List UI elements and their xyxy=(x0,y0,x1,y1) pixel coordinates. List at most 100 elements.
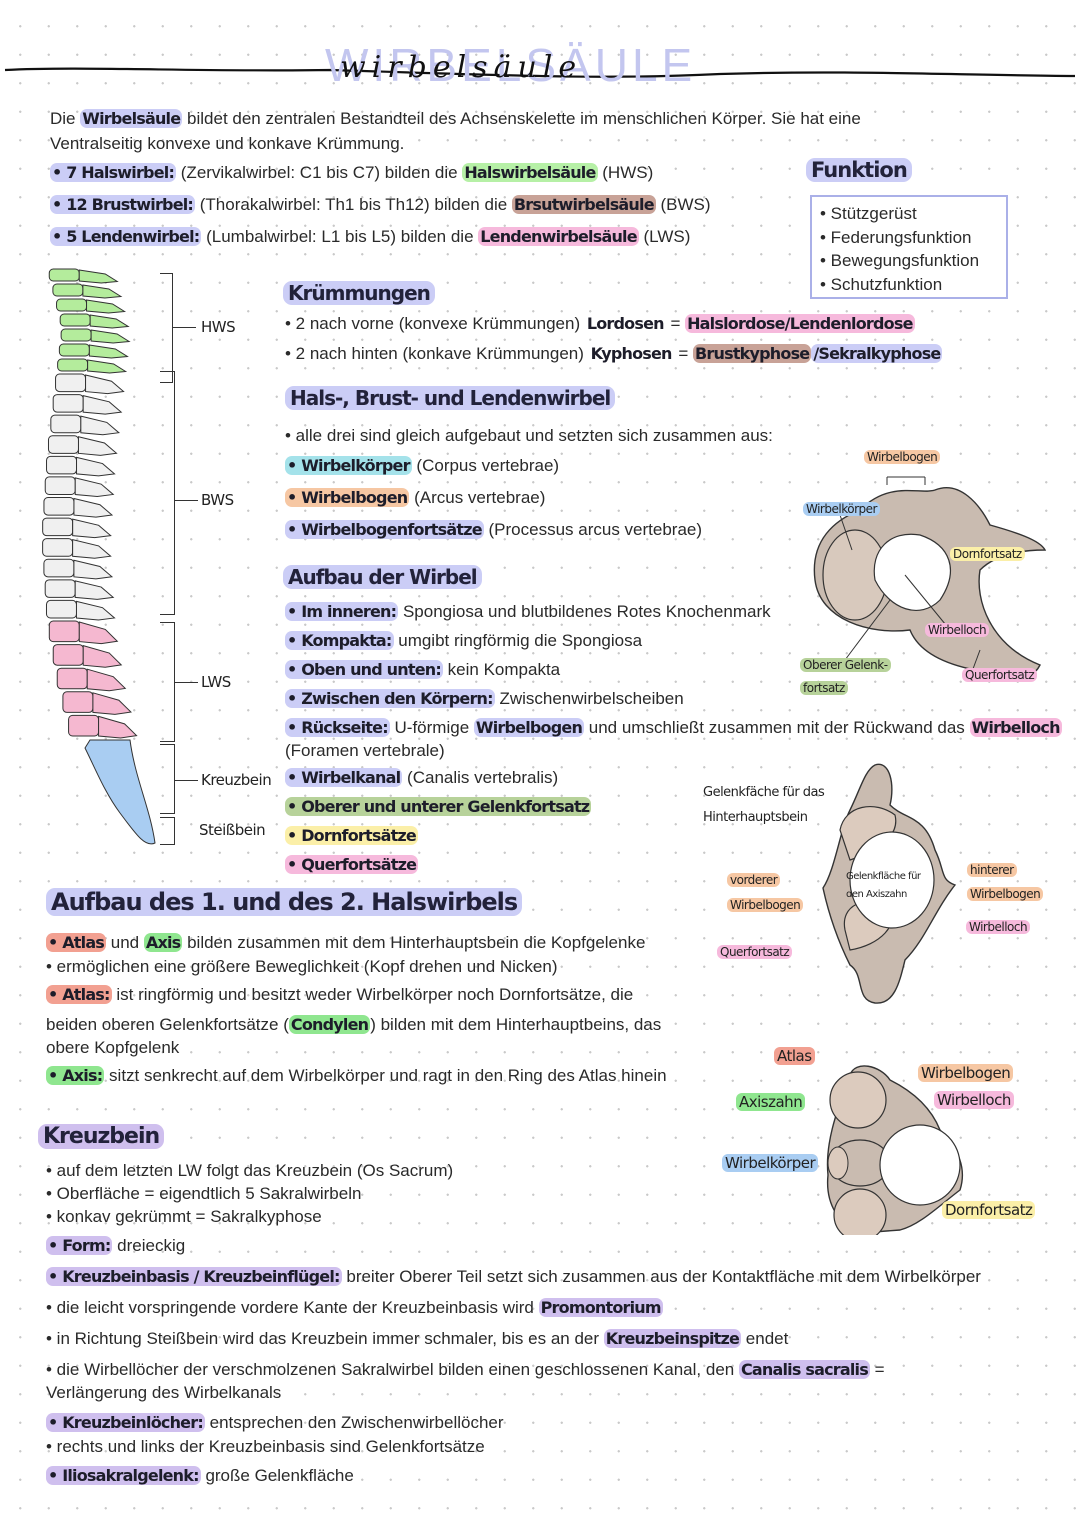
vertebra-body xyxy=(44,476,76,496)
line-text: • 2 nach vorne (konvexe Krümmungen) xyxy=(285,314,585,333)
label-wirbelloch-axis: Wirbelloch xyxy=(934,1091,1014,1109)
line-text: breiter Oberer Teil setzt sich zusammen … xyxy=(341,1267,981,1286)
line-text: • Oberfläche = eigendtlich 5 Sakralwirbe… xyxy=(46,1184,362,1203)
text-line: • 5 Lendenwirbel: (Lumbalwirbel: L1 bis … xyxy=(50,226,690,248)
line-text: • alle drei sind gleich aufgebaut und se… xyxy=(285,426,773,445)
spinous-process xyxy=(92,692,132,715)
funktion-heading: Funktion xyxy=(806,158,912,182)
highlighted-term: Promontorium xyxy=(538,1298,663,1317)
highlighted-term: • Im inneren: xyxy=(285,602,399,621)
spine-label-hws: HWS xyxy=(201,318,236,336)
text-line: • auf dem letzten LW folgt das Kreuzbein… xyxy=(46,1160,453,1182)
line-text: bildet den zentralen Bestandteil des Ach… xyxy=(182,109,861,128)
line-text: • 2 nach hinten (konkave Krümmungen) xyxy=(285,344,589,363)
spinous-process xyxy=(73,497,114,518)
line-text: dreieckig xyxy=(112,1236,186,1255)
label-vorderer-wirbelbogen: Wirbelbogen xyxy=(727,898,804,912)
vertebra-body xyxy=(68,714,100,737)
spinous-process xyxy=(78,269,119,284)
line-text: (HWS) xyxy=(597,163,654,182)
line-text: bilden zusammen mit dem Hinterhauptsbein… xyxy=(182,933,646,952)
kreuzbein-bracket xyxy=(160,744,175,814)
label-gelenkflaeche-hinterhauptsbein: Gelenkfäche für das xyxy=(703,785,825,800)
line-text: • die leicht vorspringende vordere Kante… xyxy=(46,1298,539,1317)
text-line: Verlängerung des Wirbelkanals xyxy=(46,1382,281,1404)
axis-diagram xyxy=(826,1065,964,1235)
label-axiszahn: den Axiszahn xyxy=(846,889,907,900)
line-text: • die Wirbellöcher der verschmolzenen Sa… xyxy=(46,1360,739,1379)
text-line: • Kreuzbeinbasis / Kreuzbeinflügel: brei… xyxy=(46,1266,981,1288)
text-line: • Querfortsätze xyxy=(285,854,419,876)
text-line: (Foramen vertebrale) xyxy=(285,740,445,762)
highlighted-term: Halslordose/Lendenlordose xyxy=(685,314,915,333)
line-text: ist ringförmig und besitzt weder Wirbelk… xyxy=(111,985,634,1004)
line-text: beiden oberen Gelenkfortsätze ( xyxy=(46,1015,289,1034)
vertebra-body xyxy=(58,343,90,357)
spinous-process xyxy=(77,436,118,456)
highlighted-term: • Kreuzbeinlöcher: xyxy=(46,1413,205,1432)
text-line: • rechts und links der Kreuzbeinbasis si… xyxy=(46,1436,485,1458)
lws-bracket xyxy=(160,622,175,742)
spinous-process xyxy=(72,518,112,539)
highlighted-term: • Querfortsätze xyxy=(285,855,419,874)
vertebra-body xyxy=(48,268,80,282)
label-dornfortsatz: Dornfortsatz xyxy=(950,547,1025,561)
text-line: • Atlas: ist ringförmig und besitzt wede… xyxy=(46,984,633,1006)
label-wirbelbogen: Wirbelbogen xyxy=(864,450,941,464)
spinous-process xyxy=(78,621,119,645)
vertebra-body xyxy=(43,558,75,578)
vertebra-body xyxy=(60,328,92,342)
text-line: • in Richtung Steißbein wird das Kreuzbe… xyxy=(46,1328,788,1350)
line-text: Spongiosa und blutbildenes Rotes Knochen… xyxy=(398,602,771,621)
highlighted-term: • Dornfortsätze xyxy=(285,826,418,845)
line-text: • konkav gekrümmt = Sakralkyphose xyxy=(46,1207,322,1226)
text-line: • Wirbelbogenfortsätze (Processus arcus … xyxy=(285,519,702,541)
label-gelenkflaeche-axiszahn: Gelenkfläche für xyxy=(846,871,921,882)
funktion-item: • Bewegungsfunktion xyxy=(820,251,980,270)
highlighted-term: • Oben und unten: xyxy=(285,660,443,679)
label-hinterer: hinterer xyxy=(967,863,1017,877)
highlighted-term: Canalis sacralis xyxy=(738,1360,870,1379)
label-atlas: Atlas xyxy=(774,1047,815,1065)
highlighted-term: • Iliosakralgelenk: xyxy=(46,1466,201,1485)
spinous-process xyxy=(87,359,128,374)
spinous-process xyxy=(89,314,130,329)
line-text: endet xyxy=(741,1329,789,1348)
spinous-process xyxy=(82,284,123,299)
line-text: Die xyxy=(50,109,81,128)
highlighted-term: • Wirbelbogen xyxy=(285,488,410,507)
line-text: • in Richtung Steißbein wird das Kreuzbe… xyxy=(46,1329,604,1348)
label-querfortsatz: Querfortsatz xyxy=(962,668,1038,682)
line-text: • auf dem letzten LW folgt das Kreuzbein… xyxy=(46,1161,454,1180)
text-line: • Atlas und Axis bilden zusammen mit dem… xyxy=(46,932,645,954)
label-oberer-gelenkfortsatz: Oberer Gelenk- xyxy=(800,658,891,672)
line-text: (Arcus vertebrae) xyxy=(409,488,546,507)
line-text: umgibt ringförmig die Spongiosa xyxy=(393,631,643,650)
halswirbel-heading: Aufbau des 1. und des 2. Halswirbels xyxy=(46,888,523,916)
spinous-process xyxy=(86,668,127,692)
text-line: obere Kopfgelenk xyxy=(46,1037,179,1059)
text-line: • Axis: sitzt senkrecht auf dem Wirbelkö… xyxy=(46,1065,667,1087)
spine-label-lws: LWS xyxy=(201,673,231,691)
line-text: (LWS) xyxy=(638,227,691,246)
vertebra-body xyxy=(56,298,88,312)
hbl-heading: Hals-, Brust- und Lendenwirbel xyxy=(285,386,616,410)
line-text: sitzt senkrecht auf dem Wirbelkörper und… xyxy=(104,1066,667,1085)
text-line: • Kompakta: umgibt ringförmig die Spongi… xyxy=(285,630,642,652)
line-text: (Zervikalwirbel: C1 bis C7) bilden die xyxy=(176,163,463,182)
spine-label-bws: BWS xyxy=(201,491,234,509)
vertebra-body xyxy=(43,497,75,516)
line-text: (Canalis vertebralis) xyxy=(402,768,559,787)
text-line: • 12 Brustwirbel: (Thorakalwirbel: Th1 b… xyxy=(50,194,711,216)
highlighted-term: • Wirbelkanal xyxy=(285,768,403,787)
text-line: • die Wirbellöcher der verschmolzenen Sa… xyxy=(46,1359,885,1381)
highlighted-term: Kreuzbeinspitze xyxy=(603,1329,742,1348)
page-title-script: wirbelsäule xyxy=(340,50,583,85)
vertebra-body xyxy=(55,373,87,393)
vertebra-body xyxy=(47,435,79,454)
line-text: Ventralseitig konvexe und konkave Krümmu… xyxy=(50,134,405,153)
hws-tick xyxy=(172,327,196,328)
text-line: beiden oberen Gelenkfortsätze (Condylen)… xyxy=(46,1014,661,1036)
text-line: • Kreuzbeinlöcher: entsprechen den Zwisc… xyxy=(46,1412,504,1434)
funktion-item: • Schutzfunktion xyxy=(820,274,943,294)
